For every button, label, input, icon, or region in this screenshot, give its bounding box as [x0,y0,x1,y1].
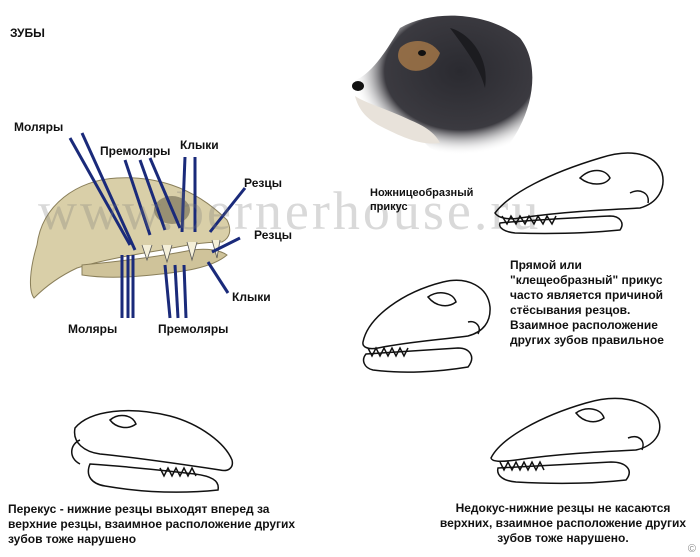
level-bite-caption: Прямой или "клещеобразный" прикус часто … [510,258,664,347]
page-title: ЗУБЫ [10,26,45,40]
level-bite-skull [362,279,491,373]
label-premolars-top: Премоляры [100,144,171,158]
dog-head-photo [352,15,533,155]
label-canines-bottom: Клыки [232,290,271,304]
label-canines-top: Клыки [180,138,219,152]
scissor-bite-caption: Ножницеобразный прикус [370,187,474,213]
overshot-bite-caption: Перекус - нижние резцы выходят вперед за… [8,502,296,546]
copyright-mark: © [687,543,696,555]
label-incisors-top: Резцы [244,176,282,190]
label-molars-bottom: Моляры [68,322,118,336]
scissor-bite-skull [494,152,664,235]
label-molars-top: Моляры [14,120,64,134]
undershot-bite-caption: Недокус-нижние резцы не касаются верхних… [439,501,687,545]
label-premolars-bottom: Премоляры [158,322,229,336]
undershot-bite-skull [490,397,661,485]
label-incisors-right: Резцы [254,228,292,242]
overshot-bite-skull [71,409,234,493]
